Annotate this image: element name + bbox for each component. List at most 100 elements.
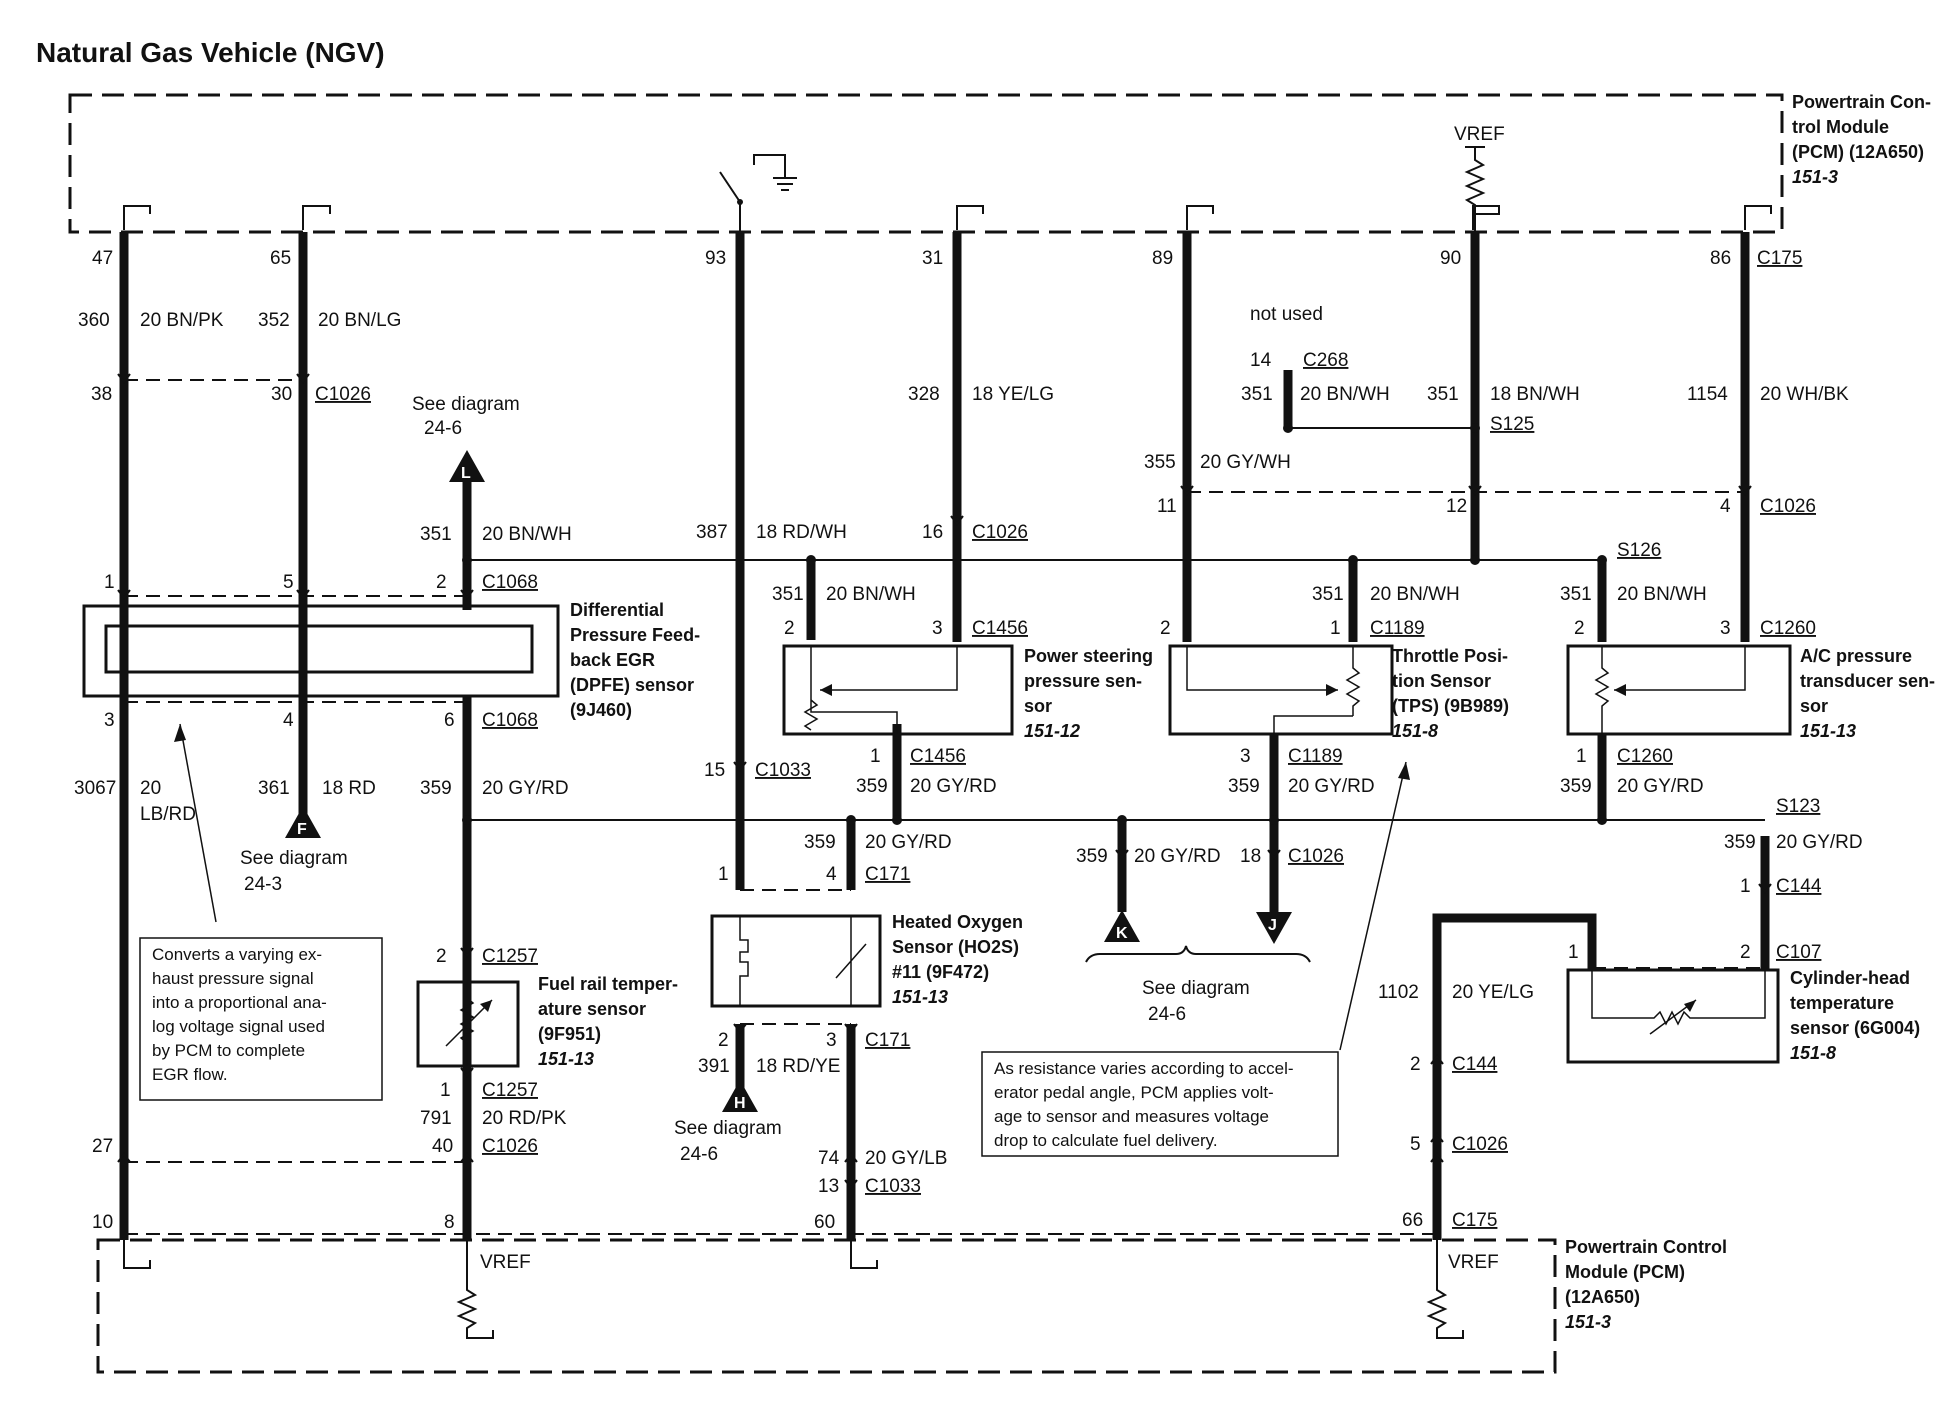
pin-27: 27 [92,1136,113,1157]
ac-connector: C1260 [1760,618,1816,639]
circuit-387-labels: 387 18 RD/WH 15 C1033 [696,522,847,781]
tps-wire-351: 20 BN/WH [1370,584,1460,605]
wire-351-c268: 20 BN/WH [1300,384,1390,405]
circuit-359-dpfe: 359 [420,778,452,799]
dpfe-note-4: log voltage signal used [152,1017,325,1036]
ps-circuit-359: 359 [856,776,888,797]
circuit-3067: 3067 [74,778,116,799]
cht-c144: C144 [1776,876,1822,897]
marker-f: F [297,821,307,838]
wire-3067-b: LB/RD [140,804,196,825]
pcm-top-label-3: (PCM) (12A650) [1792,142,1924,162]
wire-352: 20 BN/LG [318,310,401,331]
ho2s-c1033: C1033 [755,760,811,781]
dpfe-pin-1: 1 [104,572,115,593]
marker-j: J [1268,917,1277,934]
cht-wire-359: 20 GY/RD [1776,832,1863,853]
ho2s-pin-13: 13 [818,1176,839,1197]
dpfe-label-4: (DPFE) sensor [570,675,694,695]
cht-c144-b: C144 [1452,1054,1498,1075]
connector-c175-top: C175 [1757,248,1802,269]
tps-pin-11: 11 [1157,496,1177,517]
tps-note-4: drop to calculate fuel delivery. [994,1131,1218,1150]
tps-wire-355: 20 GY/WH [1200,452,1291,473]
pcm-top-label-1: Powertrain Con- [1792,92,1931,112]
ac-c1026: C1026 [1760,496,1816,517]
wire-360: 20 BN/PK [140,310,224,331]
connector-c268: C268 [1303,350,1348,371]
tps-circuit-355: 355 [1144,452,1176,473]
ps-pin-16: 16 [922,522,943,543]
cht-c107: C107 [1776,942,1821,963]
reference-l: See diagram 24-6 L [412,394,520,482]
ho2s-label-3: #11 (9F472) [892,962,989,982]
ac-label-4: 151-13 [1800,721,1856,741]
wire-74: 20 GY/LB [865,1148,947,1169]
circuit-360: 360 [78,310,110,331]
thin-wires [467,427,1765,821]
ac-label-1: A/C pressure [1800,646,1912,666]
wire-351-s125: 18 BN/WH [1490,384,1580,405]
pin-89: 89 [1152,248,1173,269]
ps-label-2: pressure sen- [1024,671,1142,691]
not-used-label: not used [1250,304,1323,325]
pin-14: 14 [1250,350,1272,371]
ps-connector-bottom: C1456 [910,746,966,767]
frt-connector-bottom: C1257 [482,1080,538,1101]
pcm-bottom-label-4: 151-3 [1565,1312,1611,1332]
vref-bottom-right: VREF [1448,1252,1499,1273]
cht-sensor: S123 359 20 GY/RD 1 C144 1 2 C107 1102 2… [1378,796,1920,1231]
connector-c1026-a: C1026 [315,384,371,405]
pin-86: 86 [1710,248,1731,269]
dpfe-connector-top: C1068 [482,572,538,593]
wire-791: 20 RD/PK [482,1108,567,1129]
cht-label-2: temperature [1790,993,1894,1013]
ho2s-pin-60: 60 [814,1212,835,1233]
dpfe-pin-5: 5 [283,572,294,593]
ps-pressure-sensor: 351 20 BN/WH 2 3 C1456 16 C1026 1 C1456 … [772,522,1153,797]
wire-391: 18 RD/YE [756,1056,840,1077]
middle-reference: 359 20 GY/RD K J See diagram 24-6 [1076,846,1311,1025]
ac-wire-351: 20 BN/WH [1617,584,1707,605]
circuit-352: 352 [258,310,290,331]
pin-90: 90 [1440,248,1461,269]
dpfe-pin-6: 6 [444,710,455,731]
see-diagram-f: See diagram [240,848,348,869]
dpfe-sensor: 351 20 BN/WH 1 5 2 C1068 3 4 6 C1068 Dif… [74,524,700,895]
ac-wire-359: 20 GY/RD [1617,776,1704,797]
ho2s-circuit-359: 359 [804,832,836,853]
tps-pin-1: 1 [1330,618,1341,639]
cht-c175: C175 [1452,1210,1497,1231]
dpfe-label-1: Differential [570,600,664,620]
tps-label-3: (TPS) (9B989) [1392,696,1509,716]
pin-38: 38 [91,384,112,405]
ps-circuit-351: 351 [772,584,804,605]
ps-label-3: sor [1024,696,1052,716]
dpfe-wire-351: 20 BN/WH [482,524,572,545]
dpfe-pin-3: 3 [104,710,115,731]
marker-l: L [461,465,471,482]
cht-label-1: Cylinder-head [1790,968,1910,988]
cht-circuit-359: 359 [1724,832,1756,853]
marker-k-triangle [1104,910,1140,942]
cht-pin-2-c144: 2 [1410,1054,1421,1075]
marker-f-triangle [285,806,321,838]
ho2s-label-1: Heated Oxygen [892,912,1023,932]
wire-328: 18 YE/LG [972,384,1054,405]
circuit-387: 387 [696,522,728,543]
cht-c1026: C1026 [1452,1134,1508,1155]
ps-pin-2: 2 [784,618,795,639]
ps-label-1: Power steering [1024,646,1153,666]
frt-label-1: Fuel rail temper- [538,974,678,994]
ps-label-4: 151-12 [1024,721,1080,741]
wires [119,232,1770,1240]
dpfe-note-6: EGR flow. [152,1065,228,1084]
vref-bottom-left: VREF [480,1252,531,1273]
mid-see-diagram-ref: 24-6 [1148,1004,1186,1025]
tps-circuit-359: 359 [1228,776,1260,797]
ho2s-pin-15: 15 [704,760,725,781]
ho2s-pin-3: 3 [826,1030,837,1051]
mid-circuit-359: 359 [1076,846,1108,867]
pcm-bottom-label-1: Powertrain Control [1565,1237,1727,1257]
tps-connector: C1189 [1370,618,1425,639]
